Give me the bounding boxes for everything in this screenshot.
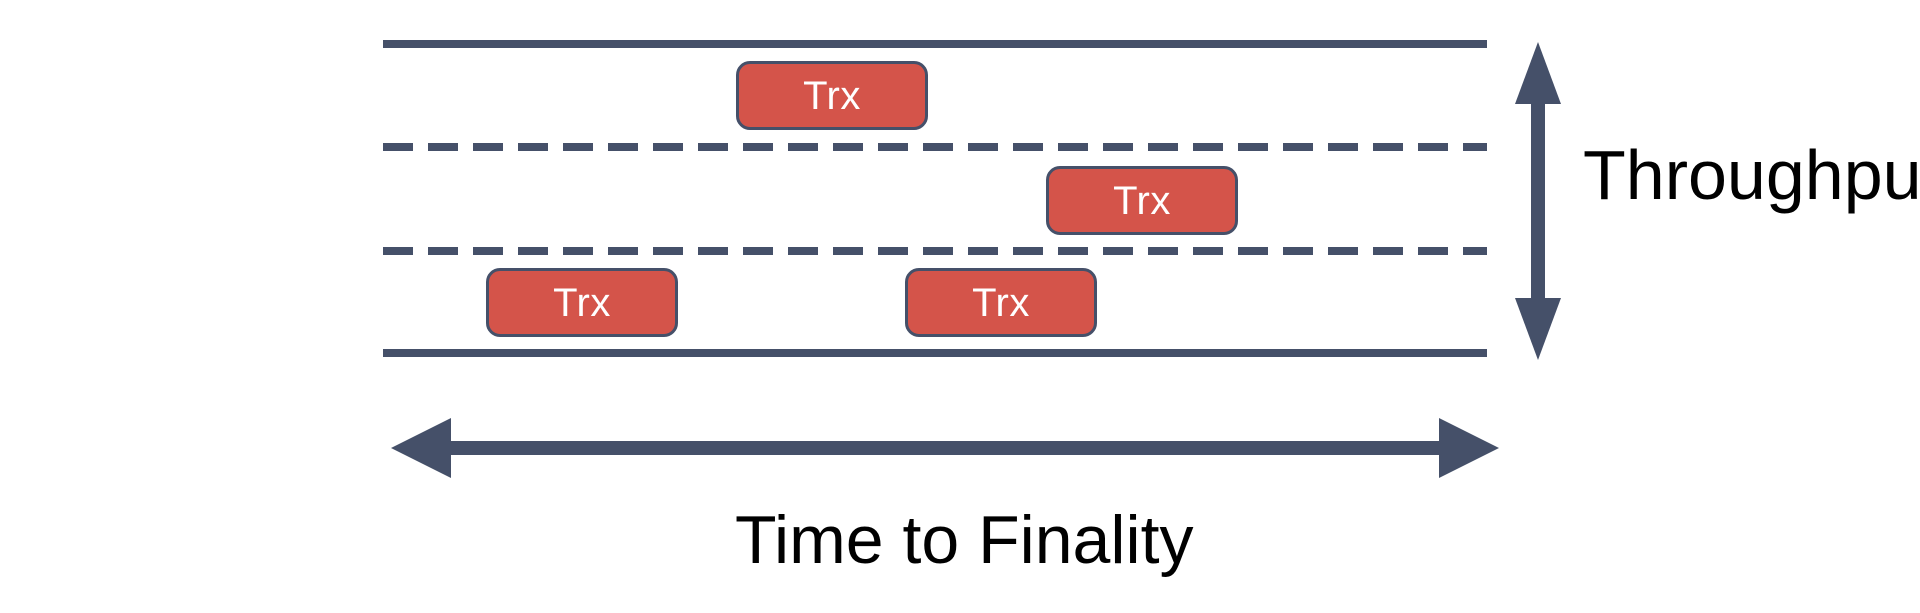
transaction-block[interactable]: Trx [736, 61, 928, 130]
time-to-finality-axis-arrow-icon [385, 410, 1505, 486]
transaction-label: Trx [1113, 178, 1171, 223]
lane-line-upper-dashed [383, 143, 1487, 151]
lane-line-bottom-solid [383, 349, 1487, 357]
lane-line-top-solid [383, 40, 1487, 48]
throughput-axis-label: Throughput [1583, 136, 1920, 214]
transaction-label: Trx [553, 280, 611, 325]
lane-line-lower-dashed [383, 247, 1487, 255]
throughput-axis-arrow-icon [1505, 38, 1571, 364]
time-to-finality-axis-label: Time to Finality [735, 502, 1194, 578]
transaction-label: Trx [803, 73, 861, 118]
transaction-block[interactable]: Trx [486, 268, 678, 337]
transaction-label: Trx [972, 280, 1030, 325]
transaction-block[interactable]: Trx [1046, 166, 1238, 235]
transaction-block[interactable]: Trx [905, 268, 1097, 337]
